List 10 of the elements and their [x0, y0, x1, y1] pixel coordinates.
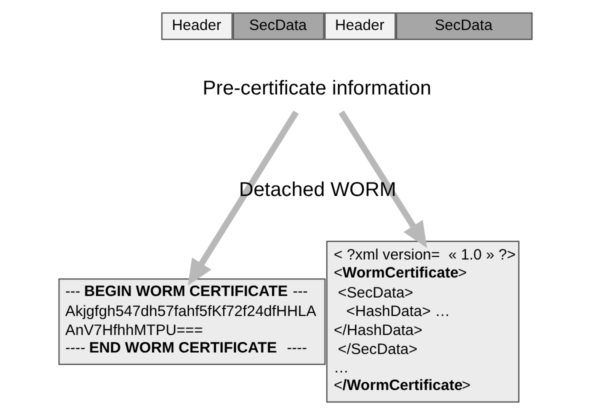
- node-box: Header: [324, 12, 396, 40]
- node-box: Header: [160, 12, 232, 40]
- arrow: [187, 110, 298, 286]
- node-box: SecData: [232, 12, 324, 40]
- label: Detached WORM: [238, 178, 396, 201]
- node-box: --- BEGIN WORM CERTIFICATE --- Akjgfgh547dh57fahf5fKf72f24dfHHLA AnV7HfhhMTPU=== ---- END WORM CERTIFICATE ----: [58, 278, 326, 365]
- arrow: [338, 110, 427, 248]
- node-text: Pre-certificate information: [202, 77, 431, 100]
- node-box: SecData: [395, 12, 532, 40]
- node-box: < ?xml version= « 1.0 » ?> <WormCertificate> <SecData> <HashData> … </HashData> </SecData> … </WormCertificate>: [326, 240, 519, 403]
